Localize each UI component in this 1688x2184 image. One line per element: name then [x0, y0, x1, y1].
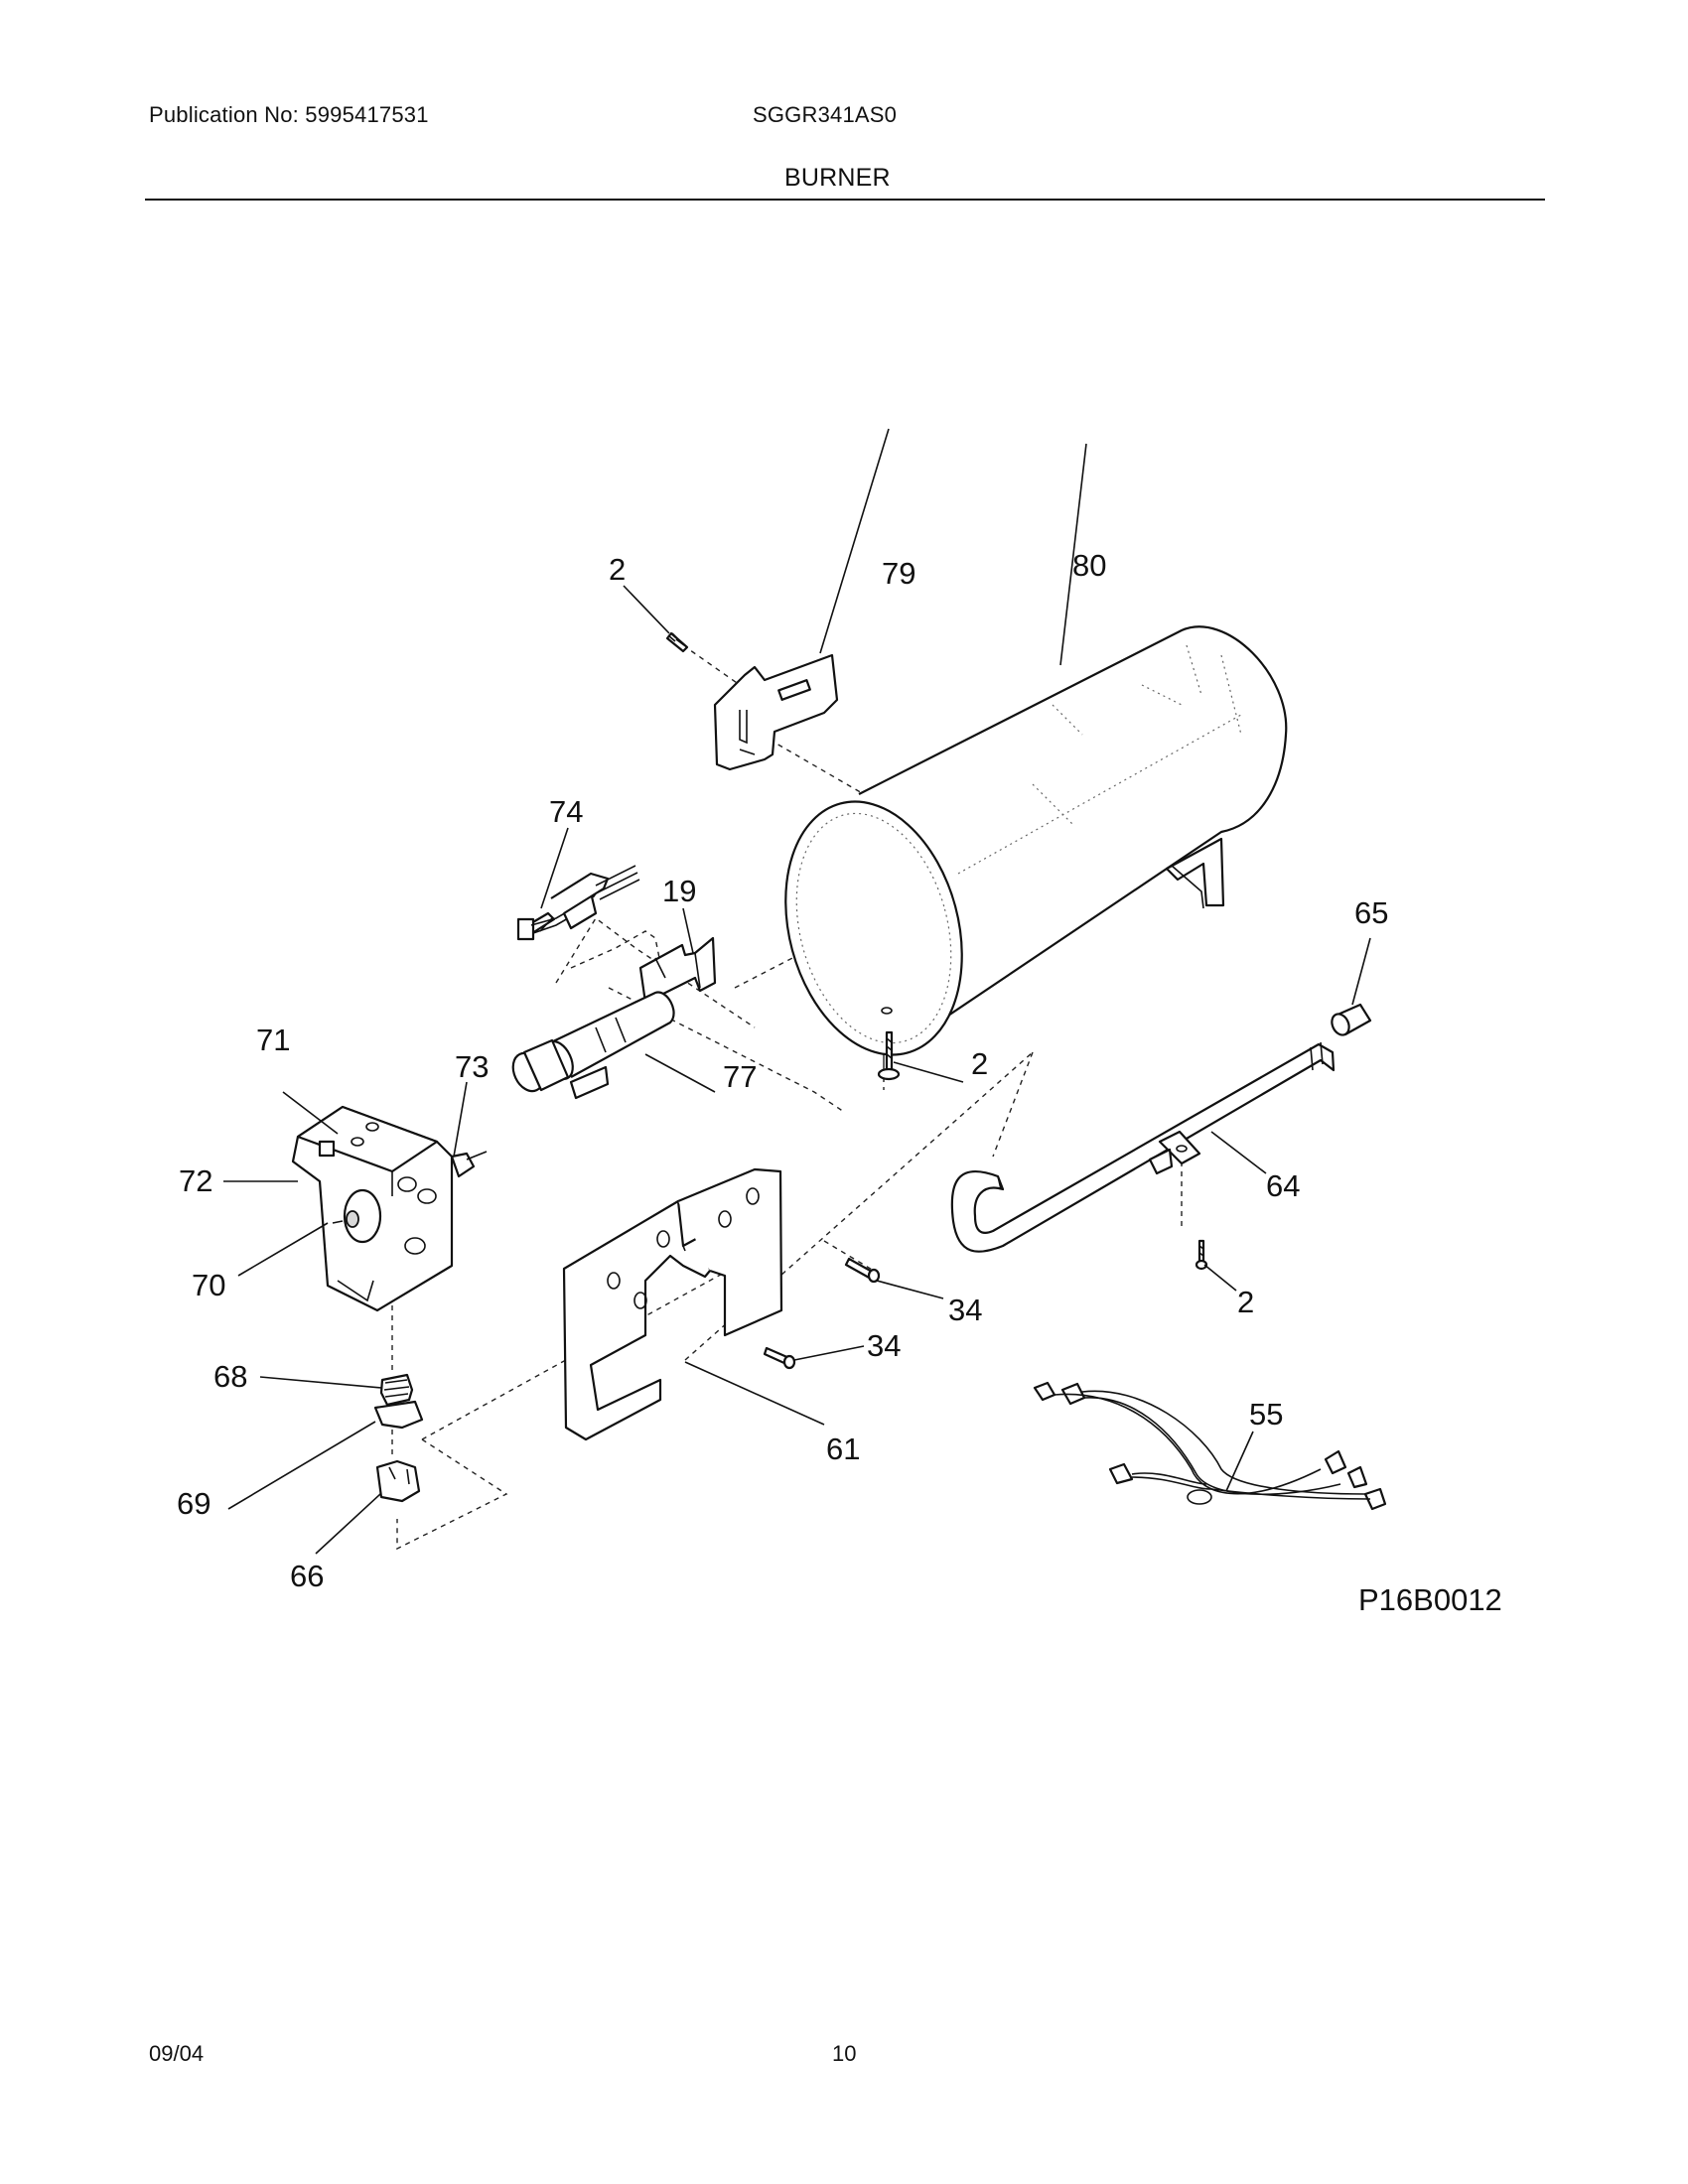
- heat-shield-part-61: [562, 1167, 783, 1441]
- diagram-reference-code: P16B0012: [1358, 1582, 1502, 1617]
- callout-61: 61: [826, 1432, 860, 1466]
- callout-74: 74: [549, 794, 583, 829]
- screw-part-34-upper: [844, 1257, 881, 1284]
- orifice-part-68: [379, 1373, 414, 1407]
- footer-date: 09/04: [149, 2041, 205, 2066]
- callout-73: 73: [455, 1049, 489, 1084]
- screw-part-2-lower: [1195, 1239, 1208, 1271]
- callout-34-lower: 34: [867, 1328, 901, 1363]
- igniter-part-74: [516, 865, 640, 941]
- screw-part-2-top: [665, 631, 689, 653]
- cap-part-65: [1331, 1003, 1372, 1036]
- callout-68: 68: [213, 1359, 247, 1394]
- screw-part-2-middle: [877, 1030, 901, 1081]
- callout-19: 19: [662, 874, 696, 908]
- callout-72: 72: [179, 1163, 212, 1198]
- callout-69: 69: [177, 1486, 211, 1521]
- burner-bracket-part-19: [638, 936, 717, 1005]
- publication-number: Publication No: 5995417531: [149, 102, 429, 127]
- callout-2-top: 2: [609, 552, 626, 587]
- burner-tube-part-80: [784, 625, 1288, 1056]
- callout-leaders: [223, 428, 1371, 1555]
- callout-64: 64: [1266, 1168, 1300, 1203]
- callout-80: 80: [1072, 548, 1106, 583]
- callout-2-middle: 2: [971, 1046, 988, 1081]
- callout-77: 77: [723, 1059, 757, 1094]
- callout-55: 55: [1249, 1397, 1283, 1432]
- model-number: SGGR341AS0: [753, 102, 898, 127]
- callout-71: 71: [256, 1023, 290, 1057]
- gas-valve-part-70: [291, 1105, 488, 1312]
- gas-pipe-part-64: [950, 1041, 1336, 1253]
- burner-part-77: [511, 991, 675, 1100]
- screw-part-34-lower: [763, 1346, 796, 1370]
- flame-sensor-part-79: [713, 653, 839, 771]
- header-rule: [145, 199, 1545, 201]
- page-number: 10: [832, 2041, 857, 2066]
- callout-65: 65: [1354, 895, 1388, 930]
- callout-34-upper: 34: [948, 1293, 982, 1327]
- callout-labels: 2 79 80 74 19 65 71 73 77 2 72 64 70 34 …: [177, 548, 1388, 1593]
- orifice-part-66: [375, 1459, 421, 1503]
- orifice-part-69: [373, 1400, 424, 1430]
- callout-66: 66: [290, 1559, 324, 1593]
- callout-79: 79: [882, 556, 915, 591]
- callout-2-lower: 2: [1237, 1285, 1254, 1319]
- section-title: BURNER: [784, 164, 891, 192]
- wire-harness-part-55: [1033, 1381, 1387, 1511]
- callout-70: 70: [192, 1268, 225, 1302]
